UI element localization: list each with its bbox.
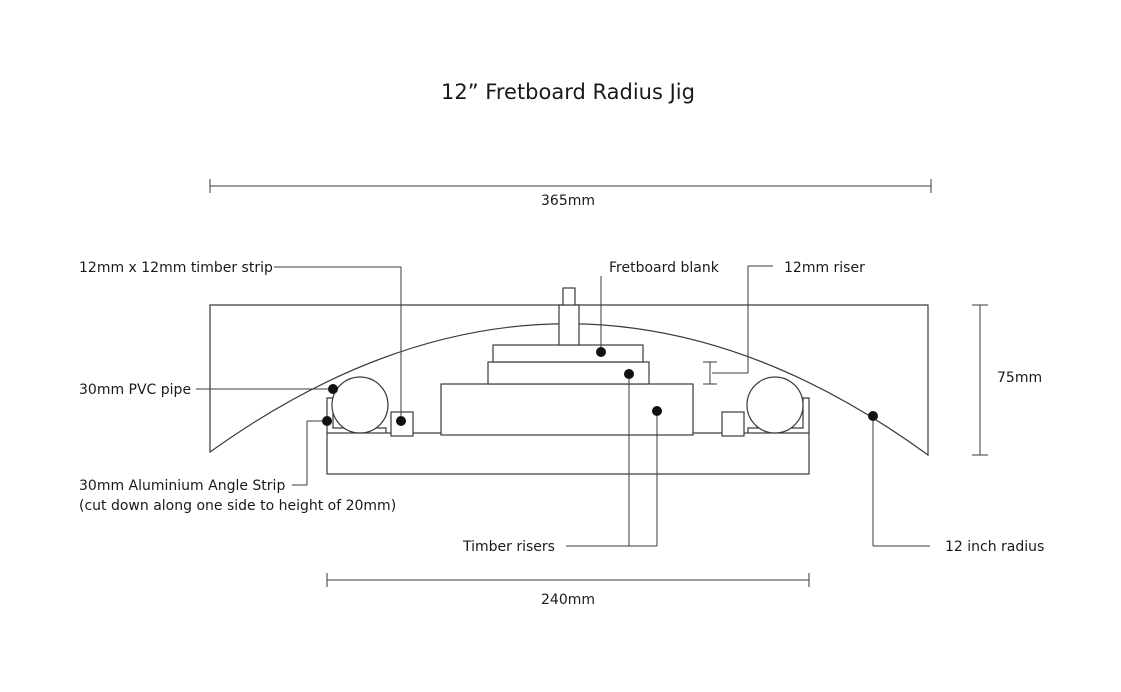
bottom-dimension-label: 240mm xyxy=(541,592,595,608)
timber-risers-label: Timber risers xyxy=(462,539,555,555)
riser-dimension-marker xyxy=(703,265,773,385)
right-pvc-pipe xyxy=(746,376,804,434)
pvc-pipe-callout xyxy=(196,384,338,394)
right-timber-strip xyxy=(721,411,745,437)
timber-strip-callout xyxy=(274,266,406,426)
angle-strip-callout xyxy=(292,416,332,486)
timber-strip-label: 12mm x 12mm timber strip xyxy=(79,260,273,276)
riser-label: 12mm riser xyxy=(784,260,865,276)
height-dimension-label: 75mm xyxy=(997,370,1042,386)
top-dimension-label: 365mm xyxy=(541,193,595,209)
right-angle-strip xyxy=(747,397,810,433)
bottom-dimension-line xyxy=(326,573,810,587)
radius-label: 12 inch radius xyxy=(945,539,1044,555)
base-board xyxy=(326,432,810,475)
left-pvc-pipe xyxy=(331,376,389,434)
timber-riser-bottom xyxy=(440,383,694,436)
top-dimension-line xyxy=(209,179,932,193)
radius-callout xyxy=(868,411,930,547)
fretboard-blank xyxy=(492,344,644,363)
timber-risers-callout xyxy=(566,369,662,547)
diagram-title: 12” Fretboard Radius Jig xyxy=(441,80,695,104)
angle-strip-label-line2: (cut down along one side to height of 20… xyxy=(79,498,396,514)
pvc-pipe-label: 30mm PVC pipe xyxy=(79,382,191,398)
fretboard-blank-callout xyxy=(596,276,606,357)
top-post-cap xyxy=(562,287,576,306)
jig-body-outline xyxy=(209,304,929,457)
angle-strip-label-line1: 30mm Aluminium Angle Strip xyxy=(79,478,285,494)
height-dimension-line xyxy=(972,304,988,456)
fretboard-blank-label: Fretboard blank xyxy=(609,260,720,276)
top-post xyxy=(558,304,580,346)
